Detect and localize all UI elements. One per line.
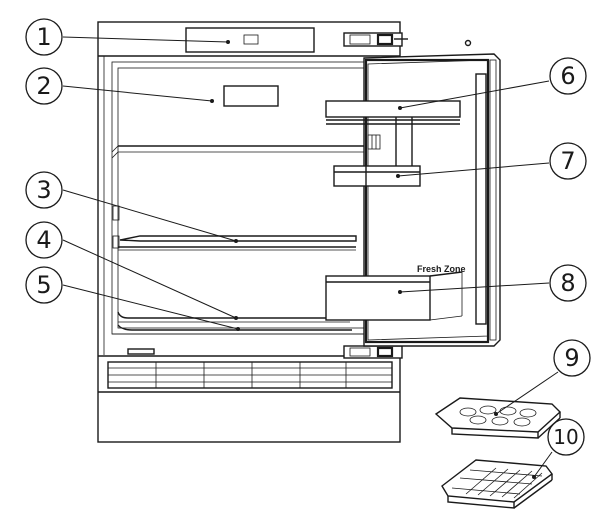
door — [363, 53, 501, 347]
callout-5: 5 — [25, 266, 63, 304]
callout-2: 2 — [25, 67, 63, 105]
glass-shelf-upper — [111, 145, 364, 159]
leader-lines — [62, 36, 559, 479]
light-cover — [223, 85, 279, 107]
callout-number: 1 — [36, 23, 51, 51]
callout-number: 4 — [36, 226, 51, 254]
callout-number: 10 — [553, 425, 578, 449]
cabinet — [97, 21, 401, 443]
callout-9: 9 — [553, 339, 591, 377]
bottle-balcony: Fresh Zone — [325, 264, 466, 321]
ice-tray — [434, 397, 562, 439]
callout-number: 6 — [560, 62, 575, 90]
vegetable-drawer — [112, 324, 370, 335]
crisper-cover — [117, 311, 350, 323]
callout-number: 9 — [564, 344, 579, 372]
fresh-zone-label: Fresh Zone — [417, 264, 466, 274]
bottom-hinge — [343, 345, 403, 359]
callout-number: 3 — [36, 176, 51, 204]
callout-4: 4 — [25, 221, 63, 259]
callout-3: 3 — [25, 171, 63, 209]
callout-1: 1 — [25, 18, 63, 56]
callout-7: 7 — [549, 142, 587, 180]
callout-10: 10 — [547, 418, 585, 456]
callout-8: 8 — [549, 264, 587, 302]
control-panel — [185, 27, 315, 53]
vent-grille — [107, 348, 393, 389]
callout-number: 8 — [560, 269, 575, 297]
top-hinge — [343, 32, 472, 47]
callout-number: 5 — [36, 271, 51, 299]
glass-shelf — [118, 235, 357, 251]
door-balcony-top — [325, 100, 461, 166]
callout-6: 6 — [549, 57, 587, 95]
callout-number: 7 — [560, 147, 575, 175]
callout-number: 2 — [36, 72, 51, 100]
egg-tray-balcony — [333, 165, 421, 187]
ice-tray-large — [441, 459, 553, 509]
